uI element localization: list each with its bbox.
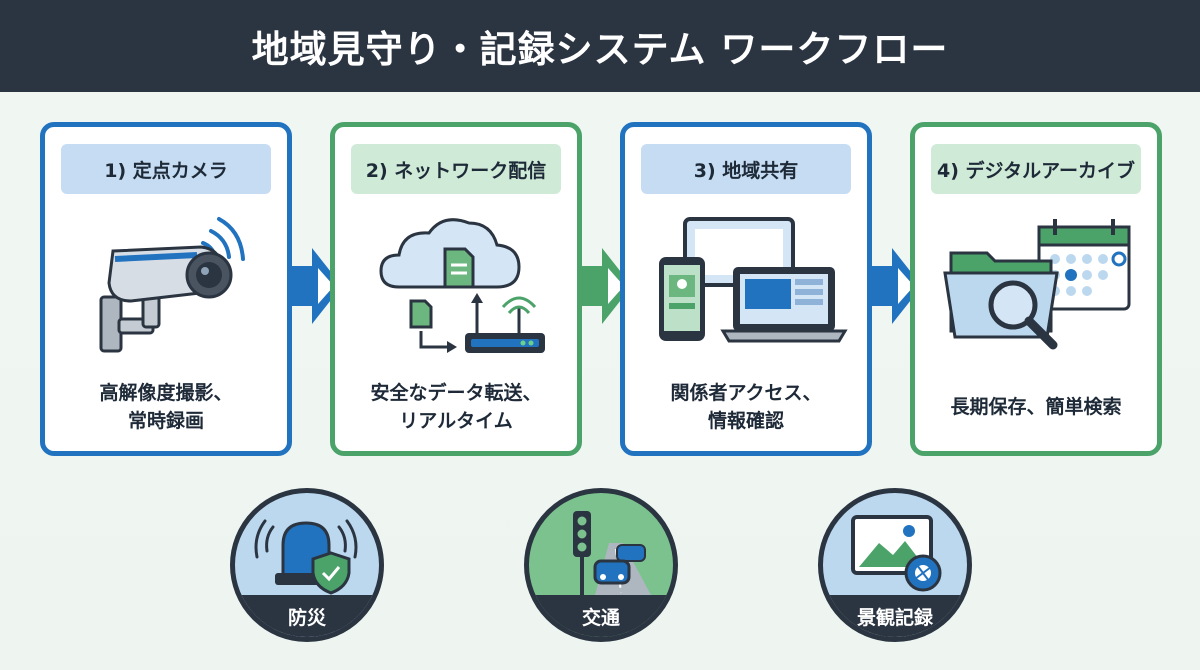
traffic-light-icon	[573, 511, 651, 595]
step-card-camera: 1) 定点カメラ 高解像度撮影、 常時録画	[40, 122, 292, 456]
title-bar: 地域見守り・記録システム ワークフロー	[0, 0, 1200, 92]
arrow-right-icon	[870, 248, 922, 324]
use-case-label: 防災	[235, 595, 379, 637]
arrow-right-icon	[580, 248, 632, 324]
step-label: 4) デジタルアーカイブ	[931, 144, 1141, 194]
step-description: 安全なデータ転送、 リアルタイム	[370, 382, 542, 432]
use-case-traffic: 交通	[524, 488, 678, 642]
arrow-right-icon	[290, 248, 342, 324]
landscape-photo-icon	[851, 515, 942, 592]
step-label: 3) 地域共有	[641, 144, 851, 194]
step-description: 関係者アクセス、 情報確認	[670, 382, 822, 432]
step-description: 長期保存、簡単検索	[950, 396, 1122, 418]
use-case-disaster: 防災	[230, 488, 384, 642]
step-label: 1) 定点カメラ	[61, 144, 271, 194]
use-case-label: 景観記録	[823, 595, 967, 637]
step-card-archive: 4) デジタルアーカイブ 長期保存、簡単検索	[910, 122, 1162, 456]
use-case-landscape: 景観記録	[818, 488, 972, 642]
page-title: 地域見守り・記録システム ワークフロー	[251, 28, 949, 71]
archive-search-icon	[943, 219, 1131, 350]
step-card-sharing: 3) 地域共有 関係者アクセス、 情報確認	[620, 122, 872, 456]
devices-icon	[659, 217, 848, 343]
security-camera-icon	[99, 217, 245, 353]
siren-shield-icon	[254, 519, 358, 595]
step-card-network: 2) ネットワーク配信 安全なデータ転送、 リアルタイム	[330, 122, 582, 456]
use-case-label: 交通	[529, 595, 673, 637]
cloud-network-icon	[379, 218, 545, 353]
step-description: 高解像度撮影、 常時録画	[99, 382, 233, 432]
step-label: 2) ネットワーク配信	[351, 144, 561, 194]
